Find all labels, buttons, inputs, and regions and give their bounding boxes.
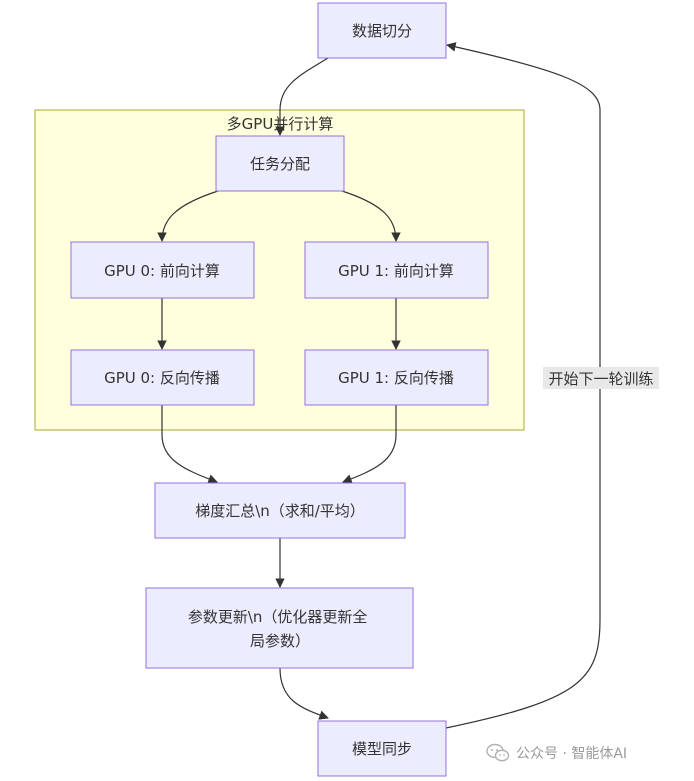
node-gpu0-forward[interactable]: GPU 0: 前向计算 xyxy=(70,241,255,299)
wechat-icon xyxy=(486,743,510,762)
node-label: 参数更新\n（优化器更新全 局参数） xyxy=(188,608,372,650)
node-label: GPU 0: 反向传播 xyxy=(104,369,220,387)
node-label: 数据切分 xyxy=(352,22,412,40)
node-task-assign[interactable]: 任务分配 xyxy=(215,135,345,192)
edge-split-to-assign xyxy=(275,57,329,136)
node-gpu0-backward[interactable]: GPU 0: 反向传播 xyxy=(70,349,255,406)
edge-label-bg xyxy=(543,367,659,389)
watermark: 公众号 · 智能体AI xyxy=(486,742,627,764)
edge-assign-to-gpu1-fwd xyxy=(341,190,401,242)
node-label-line1: 参数更新\n（优化器更新全 xyxy=(188,608,368,626)
node-label: GPU 1: 前向计算 xyxy=(338,262,454,280)
node-model-sync[interactable]: 模型同步 xyxy=(317,720,447,777)
node-gpu1-forward[interactable]: GPU 1: 前向计算 xyxy=(304,241,489,299)
node-label: 模型同步 xyxy=(352,740,412,758)
node-gradient-aggregate[interactable]: 梯度汇总\n（求和/平均） xyxy=(154,482,406,539)
edge-label-loop: 开始下一轮训练 xyxy=(543,367,659,389)
edge-sync-to-split-loop xyxy=(445,42,601,729)
edge-update-to-sync xyxy=(279,667,329,720)
node-label: GPU 1: 反向传播 xyxy=(338,369,454,387)
node-gpu1-backward[interactable]: GPU 1: 反向传播 xyxy=(304,349,489,406)
edge-label-text: 开始下一轮训练 xyxy=(548,370,653,388)
edges xyxy=(157,42,601,729)
edge-gpu1-bwd-to-aggregate xyxy=(342,405,397,484)
node-label: GPU 0: 前向计算 xyxy=(104,262,220,280)
edge-gpu0-bwd-to-aggregate xyxy=(161,405,218,484)
watermark-text: 公众号 · 智能体AI xyxy=(516,746,628,762)
node-data-split[interactable]: 数据切分 xyxy=(317,2,447,59)
node-param-update[interactable]: 参数更新\n（优化器更新全 局参数） xyxy=(145,587,414,669)
node-label: 梯度汇总\n（求和/平均） xyxy=(195,502,365,520)
node-label: 任务分配 xyxy=(250,155,310,173)
node-label-line2: 局参数） xyxy=(250,632,310,650)
edge-assign-to-gpu0-fwd xyxy=(157,190,219,242)
